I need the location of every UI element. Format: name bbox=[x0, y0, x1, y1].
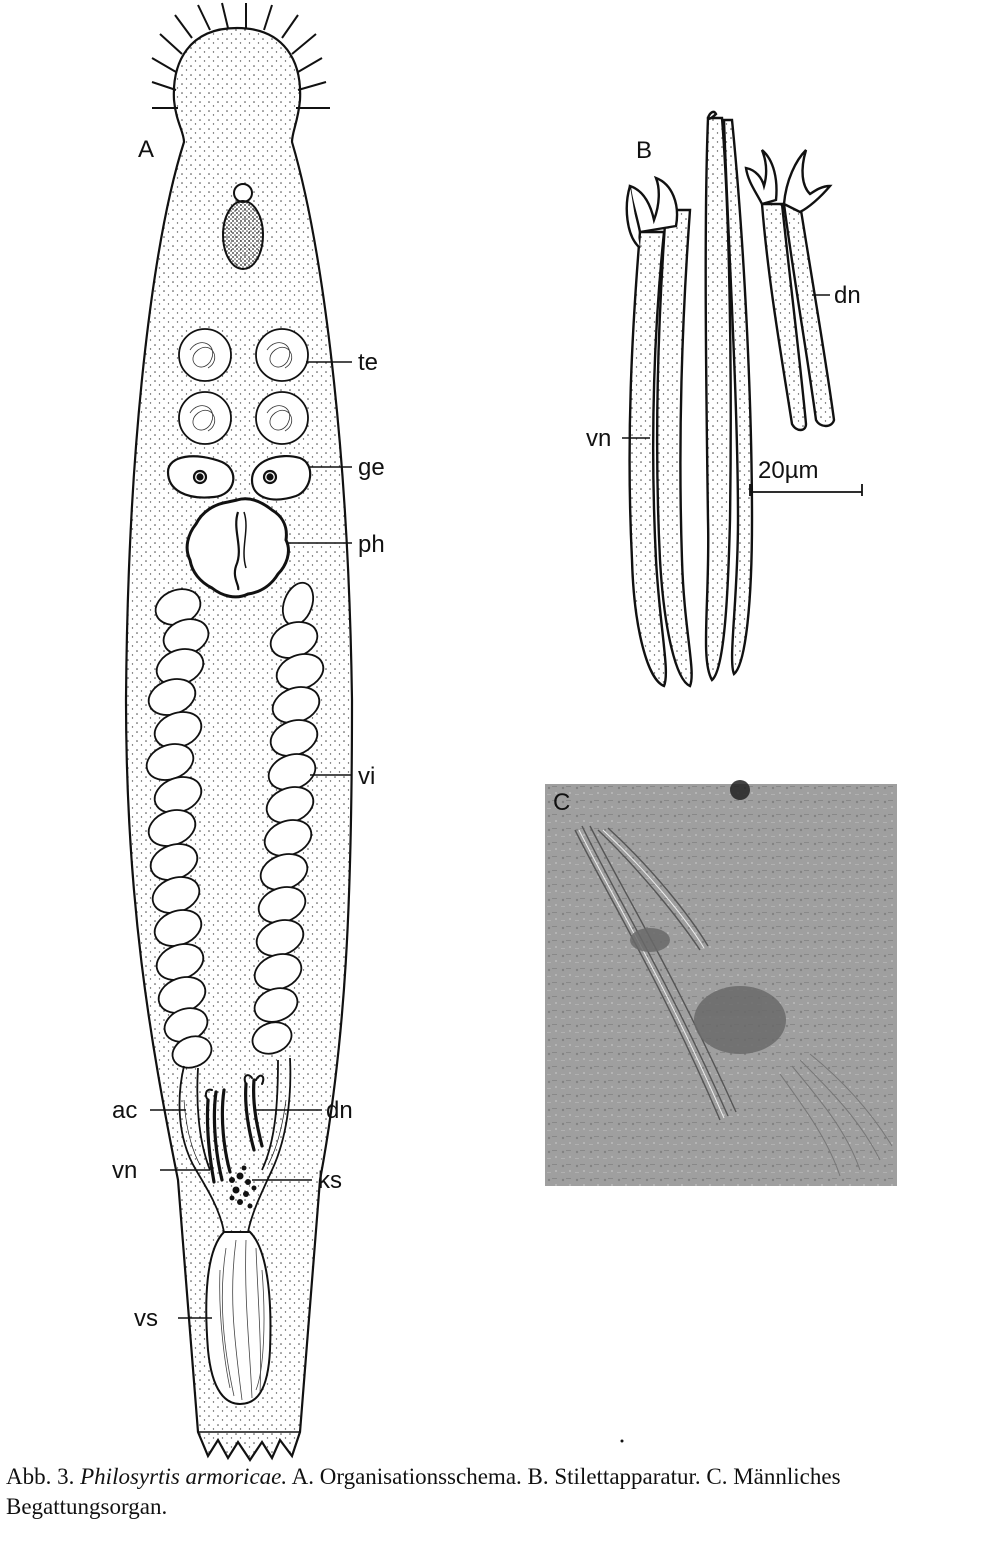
cilia bbox=[151, 2, 330, 109]
brain bbox=[222, 200, 264, 270]
label-ks: ks bbox=[318, 1167, 342, 1194]
panel-c-micrograph: C bbox=[545, 780, 897, 1186]
label-ph: ph bbox=[358, 531, 385, 558]
label-ac: ac bbox=[112, 1097, 137, 1124]
eye bbox=[233, 183, 253, 203]
caption-prefix: Abb. 3. bbox=[6, 1464, 81, 1489]
label-vi: vi bbox=[358, 763, 375, 790]
testes bbox=[178, 328, 309, 445]
label-ge: ge bbox=[358, 454, 385, 481]
ventral-stylets bbox=[628, 116, 754, 688]
figure-caption: Abb. 3. Philosyrtis armoricae. A. Organi… bbox=[6, 1462, 996, 1522]
label-dn-b: dn bbox=[834, 282, 861, 309]
seminal-vesicle bbox=[205, 1231, 272, 1406]
vitellaria-right bbox=[251, 581, 325, 1055]
scale-bar bbox=[749, 484, 863, 496]
germaria bbox=[166, 454, 312, 501]
label-vn-a: vn bbox=[112, 1157, 137, 1184]
stylets-a bbox=[204, 1074, 265, 1184]
label-vn-b: vn bbox=[586, 425, 611, 452]
panel-b-stylet-apparatus: 20µm B vn dn bbox=[586, 110, 863, 688]
dorsal-stylet-hooks bbox=[744, 149, 833, 214]
panel-label-a: A bbox=[138, 136, 154, 163]
granules bbox=[229, 1165, 257, 1209]
vitellaria-left bbox=[145, 588, 213, 1069]
leader-lines-a bbox=[150, 361, 352, 1319]
label-te: te bbox=[358, 349, 378, 376]
caption-species: Philosyrtis armoricae. bbox=[80, 1464, 288, 1489]
body-outline bbox=[124, 26, 354, 1462]
panel-label-b: B bbox=[636, 137, 652, 164]
label-vs: vs bbox=[134, 1305, 158, 1332]
scale-bar-label: 20µm bbox=[758, 457, 819, 484]
label-dn-a: dn bbox=[326, 1097, 353, 1124]
panel-label-c: C bbox=[553, 789, 570, 816]
caption-text: A. Organisationsschema. B. Stilettappara… bbox=[6, 1464, 841, 1519]
dorsal-stylets bbox=[760, 202, 836, 432]
accessory-glands bbox=[178, 1057, 292, 1233]
panel-a-body-plan: A te ge ph vi ac dn vn ks vs bbox=[112, 2, 385, 1462]
stylet-hooks bbox=[625, 110, 718, 249]
